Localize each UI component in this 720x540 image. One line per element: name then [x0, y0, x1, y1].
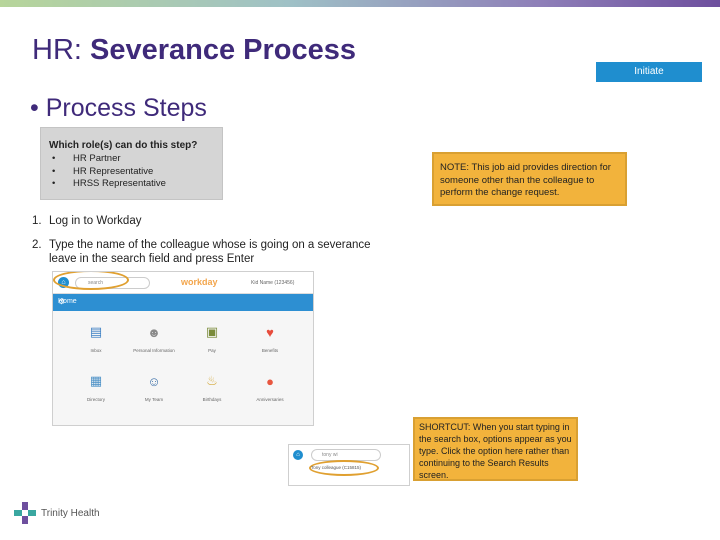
- step-item: 1.Log in to Workday: [32, 215, 142, 227]
- benefits-icon: ♥: [266, 324, 274, 340]
- highlight-oval: [309, 460, 379, 476]
- worklet-tile[interactable]: ● Anniversaries: [241, 368, 299, 407]
- worklet-tile[interactable]: ☺ My Team: [125, 368, 183, 407]
- brand-name: Trinity Health: [41, 507, 100, 519]
- workday-screenshot: ⌂ search workday Kid Name (123456) Home …: [52, 271, 314, 426]
- pay-icon: ▣: [205, 324, 219, 339]
- workday-logo: workday: [181, 277, 218, 287]
- page-title: HR: Severance Process: [32, 34, 357, 66]
- role-item: •HR Representative: [52, 165, 154, 177]
- worklet-grid: ▤ Inbox ☻ Personal Information ▣ Pay ♥ Benefits…: [53, 311, 313, 407]
- step-item: 2.Type the name of the colleague whose i…: [32, 239, 371, 265]
- worklet-label: Benefits: [261, 348, 279, 353]
- worklet-tile[interactable]: ♥ Benefits: [241, 319, 299, 358]
- shortcut-box: SHORTCUT: When you start typing in the s…: [413, 417, 578, 481]
- search-option[interactable]: Tony colleague (C15815): [311, 465, 362, 470]
- highlight-oval: [53, 272, 129, 290]
- worklet-tile[interactable]: ▤ Inbox: [67, 319, 125, 358]
- note-box: NOTE: This job aid provides direction fo…: [432, 152, 627, 206]
- gear-icon[interactable]: ⚙: [58, 297, 66, 306]
- role-box: Which role(s) can do this step? •HR Part…: [40, 127, 223, 200]
- worklet-tile[interactable]: ▣ Pay: [183, 319, 241, 358]
- my-team-icon: ☺: [147, 373, 161, 389]
- worklet-label: Pay: [208, 348, 216, 353]
- steps-list: 1.Log in to Workday 2.Type the name of t…: [32, 214, 389, 276]
- anniversaries-icon: ●: [266, 373, 274, 389]
- worklet-label: Directory: [86, 397, 105, 402]
- worklet-label: Personal Information: [133, 348, 175, 353]
- trinity-cross-icon: [14, 502, 36, 524]
- personal-info-icon: ☻: [147, 324, 161, 340]
- trinity-health-logo: Trinity Health: [12, 500, 100, 526]
- workday-topbar: ⌂ search workday Kid Name (123456): [53, 272, 313, 294]
- directory-icon: ▦: [89, 373, 103, 388]
- worklet-tile[interactable]: ▦ Directory: [67, 368, 125, 407]
- user-name[interactable]: Kid Name (123456): [251, 280, 295, 286]
- worklet-label: Anniversaries: [256, 397, 284, 402]
- section-heading: • Process Steps: [30, 94, 207, 122]
- home-label: Home: [58, 298, 77, 305]
- role-item: •HRSS Representative: [52, 178, 166, 189]
- worklet-label: Inbox: [90, 348, 102, 353]
- home-bar: Home ⚙: [53, 294, 313, 311]
- worklet-tile[interactable]: ☻ Personal Information: [125, 319, 183, 358]
- top-color-band: [0, 0, 720, 7]
- worklet-tile[interactable]: ♨ Birthdays: [183, 368, 241, 407]
- search-snippet: ⌂ tony wi Tony colleague (C15815): [288, 444, 410, 486]
- initiate-button[interactable]: Initiate: [596, 62, 702, 82]
- inbox-icon: ▤: [89, 324, 103, 339]
- role-box-heading: Which role(s) can do this step?: [49, 140, 198, 151]
- role-item: •HR Partner: [52, 153, 121, 164]
- role-list: •HR Partner •HR Representative •HRSS Rep…: [49, 153, 214, 191]
- birthdays-icon: ♨: [206, 373, 218, 388]
- worklet-label: Birthdays: [202, 397, 222, 402]
- home-icon[interactable]: ⌂: [293, 450, 303, 460]
- worklet-label: My Team: [144, 397, 164, 402]
